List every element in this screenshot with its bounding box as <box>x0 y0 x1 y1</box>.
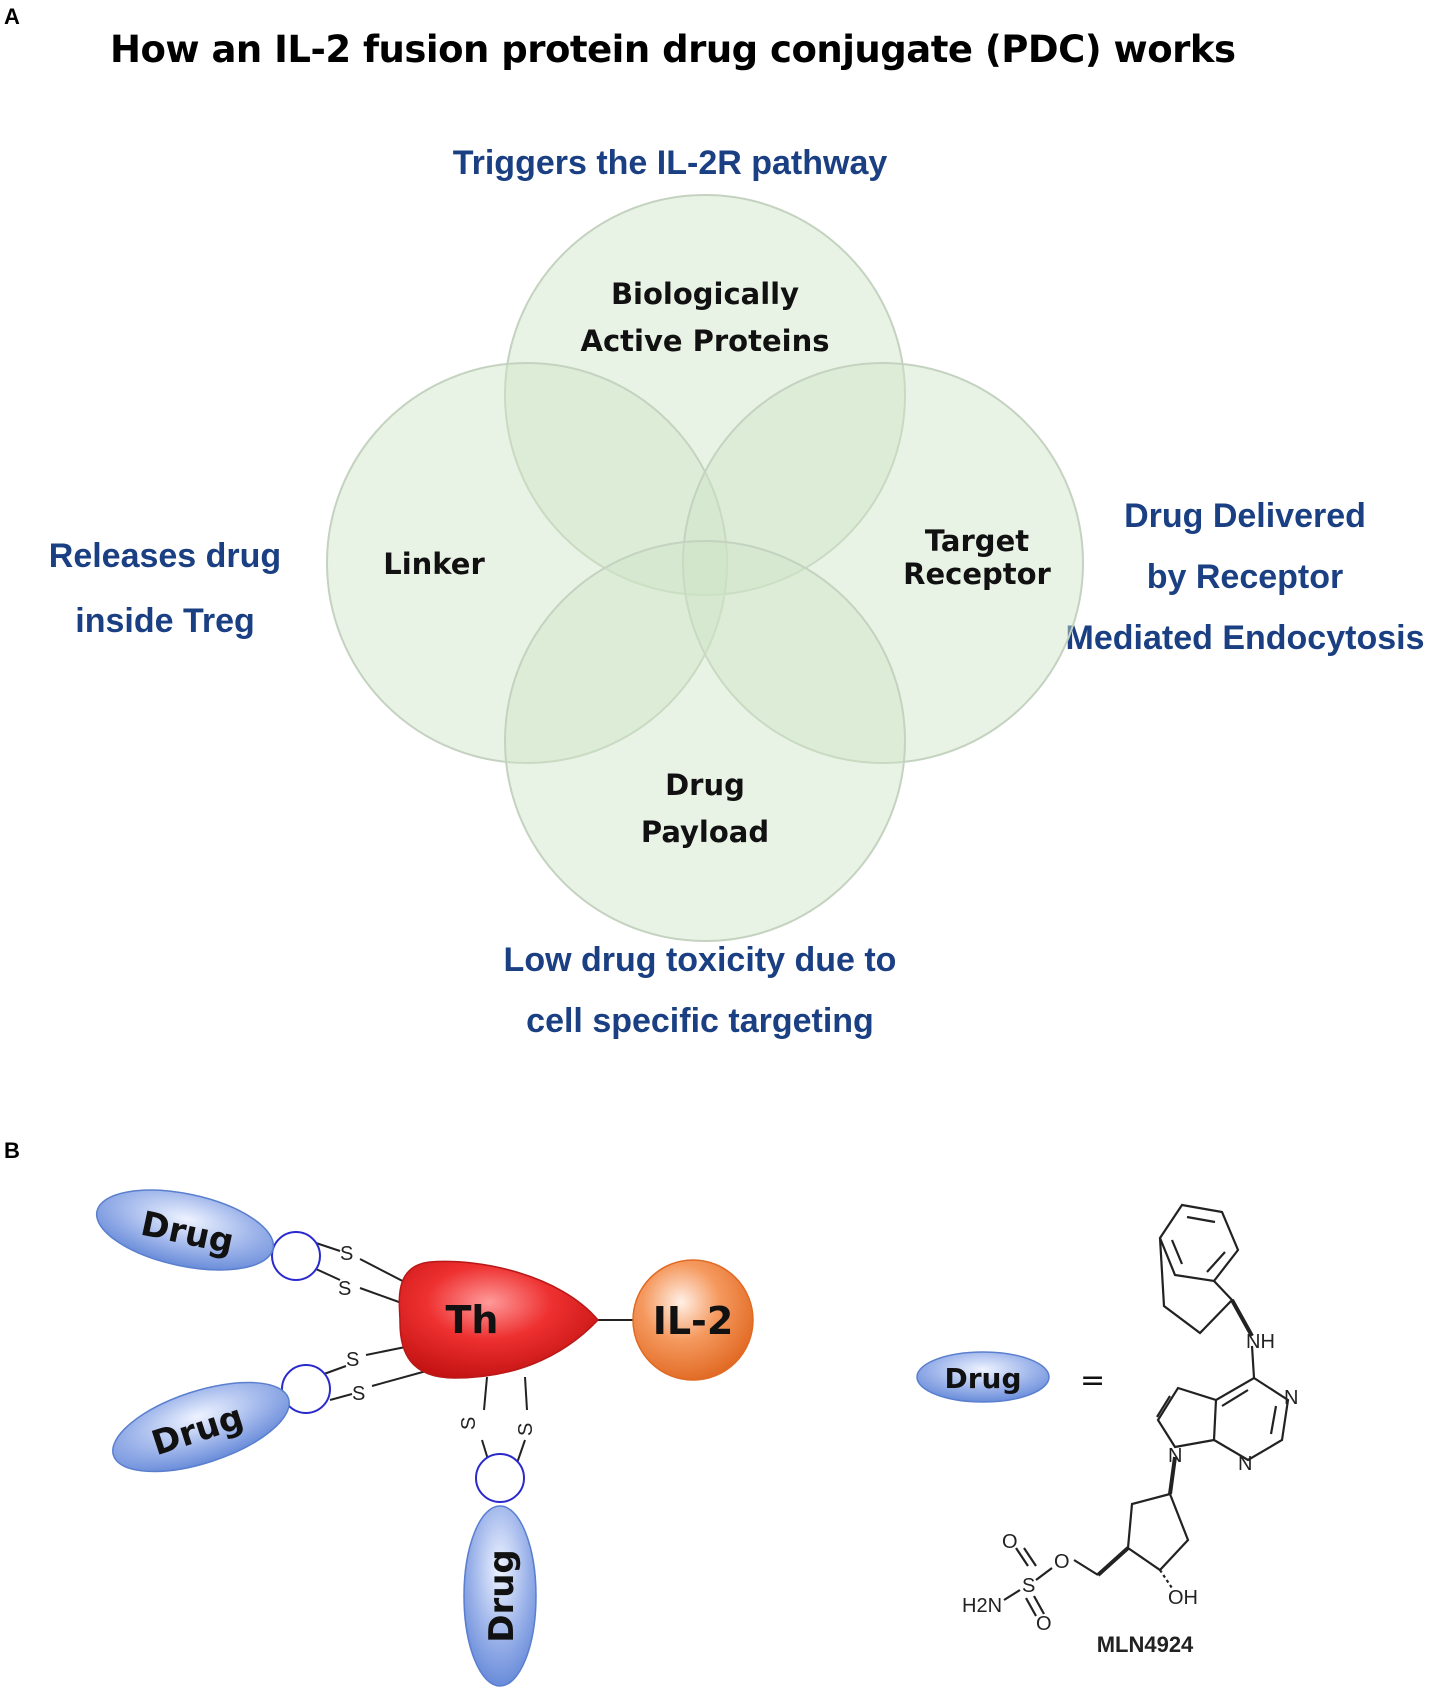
atom-label: N <box>1284 1387 1298 1409</box>
disulfide-bonds <box>315 1242 636 1467</box>
sulfur-label: S <box>338 1278 351 1300</box>
th-label: Th <box>446 1298 499 1342</box>
callout-releases-drug: Releases drug inside Treg <box>20 524 310 653</box>
sulfur-label: S <box>515 1423 537 1436</box>
mln4924-structure <box>1003 1203 1290 1617</box>
venn-label: Receptor <box>903 557 1051 591</box>
figure-title: How an IL-2 fusion protein drug conjugat… <box>110 28 1236 71</box>
venn-circle-bottom <box>504 540 906 942</box>
sulfur-label: S <box>458 1417 480 1430</box>
drug-legend-ellipse <box>916 1351 1050 1403</box>
il2-label: IL-2 <box>653 1299 734 1343</box>
molecule-name: MLN4924 <box>1097 1632 1194 1657</box>
linker-ring <box>281 1364 331 1414</box>
callout-low-toxicity: Low drug toxicity due to cell specific t… <box>440 930 960 1052</box>
atom-label: S <box>1022 1575 1035 1597</box>
venn-diagram: Biologically Active Proteins Linker Targ… <box>326 194 1084 942</box>
callout-line: Triggers the IL-2R pathway <box>452 144 888 182</box>
panel-b-letter: B <box>4 1138 20 1163</box>
callout-il2r-pathway: Triggers the IL-2R pathway <box>420 146 920 180</box>
venn-circle-right <box>682 362 1084 764</box>
callout-line: Releases drug <box>48 537 282 575</box>
callout-line: Drug Delivered <box>1124 497 1366 535</box>
callout-line: inside Treg <box>75 601 255 640</box>
callout-drug-delivered: Drug Delivered by Receptor Mediated Endo… <box>1040 486 1444 670</box>
venn-label: Biologically <box>611 277 799 311</box>
atom-label: OH <box>1168 1587 1198 1609</box>
venn-label: Linker <box>383 547 485 581</box>
il2-circle <box>632 1259 754 1381</box>
th-shape <box>398 1260 600 1379</box>
atom-label: NH <box>1246 1331 1275 1353</box>
atom-label: N <box>1238 1453 1252 1475</box>
atom-label: H2N <box>962 1595 1002 1617</box>
atom-label: N <box>1168 1445 1182 1467</box>
conjugate-diagram: S S S S S S Th IL-2 Drug Drug Drug <box>95 1189 754 1687</box>
callout-line: cell specific targeting <box>526 1002 874 1041</box>
panel-a-letter: A <box>4 4 20 29</box>
sulfur-label: S <box>346 1349 359 1371</box>
drug-legend: Drug = <box>916 1351 1105 1403</box>
drug-ellipse: Drug <box>112 1381 290 1473</box>
drug-ellipse: Drug <box>95 1189 275 1271</box>
atom-label: O <box>1002 1531 1018 1553</box>
drug-ellipse: Drug <box>463 1505 537 1687</box>
sulfur-label: S <box>340 1243 353 1265</box>
sulfur-labels: S S S S S S <box>338 1243 537 1436</box>
venn-circle-left <box>326 362 728 764</box>
venn-label: Drug <box>665 768 745 802</box>
atom-label: O <box>1054 1551 1070 1573</box>
equals-sign: = <box>1080 1363 1105 1398</box>
venn-circle-top <box>504 194 906 596</box>
callout-line: Mediated Endocytosis <box>1065 619 1425 658</box>
sulfur-label: S <box>352 1383 365 1405</box>
callout-line: Low drug toxicity due to <box>503 941 897 979</box>
drug-label: Drug <box>482 1549 522 1643</box>
venn-label: Active Proteins <box>581 324 830 358</box>
mln4924-atoms: NH N N N O S O O H2N OH MLN4924 <box>962 1331 1298 1657</box>
venn-label: Target <box>925 524 1029 558</box>
callout-line: by Receptor <box>1146 558 1344 597</box>
atom-label: O <box>1036 1613 1052 1635</box>
linker-ring <box>475 1453 525 1503</box>
linker-ring <box>271 1231 321 1281</box>
drug-label: Drug <box>944 1362 1021 1395</box>
venn-label: Payload <box>641 815 769 849</box>
